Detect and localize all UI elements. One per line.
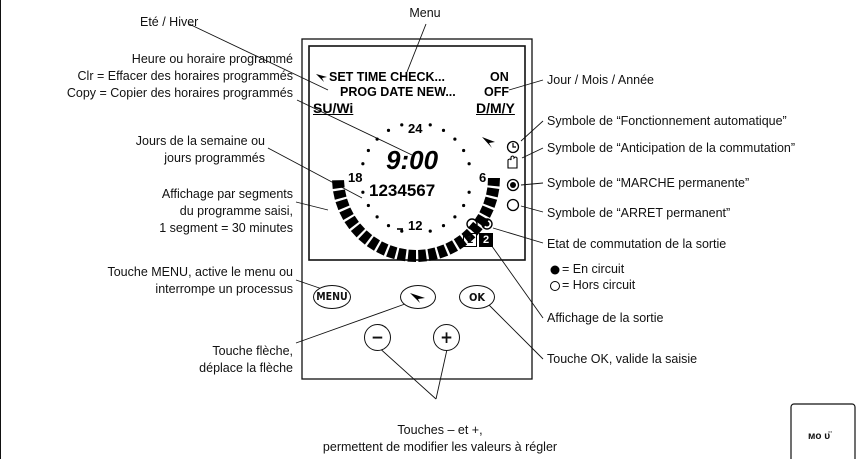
dial-dot [375,137,379,141]
lcd-time: 9:00 [386,145,439,175]
program-segment [445,240,458,255]
off-permanent-icon [506,198,520,212]
label-touches-plus-moins: Touches – et +, permettent de modifier l… [322,423,558,454]
ok-button[interactable]: OK [459,285,495,309]
dial-dot [467,162,471,166]
legend-off-dot [550,281,560,291]
dial-dot [400,229,404,233]
arrow-icon [410,293,425,303]
program-segment [461,228,476,244]
lcd-su-wi: SU/Wi [313,100,354,116]
label-sym-auto: Symbole de “Fonctionnement automatique” [547,114,787,128]
label-sym-marche: Symbole de “MARCHE permanente” [547,176,750,190]
program-segment [376,241,389,256]
dial-dot [361,162,365,166]
program-segment [350,223,366,238]
label-touche-menu: Touche MENU, active le menu ou interromp… [107,265,293,296]
dial-dot [366,148,370,153]
lcd-hour-6: 6 [479,170,487,185]
label-touche-fleche: Touche flèche, déplace la flèche [199,344,293,375]
dial-dot [453,137,457,141]
program-segment [486,187,500,198]
label-etat-off: = Hors circuit [562,278,636,292]
lcd-auto-arrow [482,137,495,148]
label-sym-arret: Symbole de “ARRET permanent” [547,206,731,220]
program-segment [407,249,416,262]
program-segment [468,221,483,236]
corner-box-text: ᴍᴏ ᴜ̈ [808,431,831,442]
label-affichage-segments: Affichage par segments du programme sais… [159,187,293,235]
dial-dot [428,123,432,127]
dial-dot [361,190,365,194]
channel-2-box: 2 [479,233,493,247]
program-segment [358,230,373,245]
on-permanent-icon [506,178,520,192]
program-segment [333,189,347,200]
label-touche-ok: Touche OK, valide la saisie [547,352,698,366]
program-segment [427,247,438,261]
program-segment [483,196,498,208]
dial-dot [462,203,466,208]
hand-icon [507,155,518,169]
legend-on-dot [550,265,560,275]
dial-dot [441,224,446,228]
program-segment [339,207,354,220]
label-jour-mois: Jour / Mois / Année [547,73,655,87]
program-segment [418,249,427,262]
lcd-hour-18: 18 [348,170,363,185]
dial-dot [386,128,391,132]
dial-dot [467,190,471,194]
dial-dot [375,215,379,219]
label-jours-semaine: Jours de la semaine ou jours programmés [135,134,265,165]
dial-dot [366,203,370,208]
program-segment [487,178,500,187]
lcd-hour-12: 12 [408,218,423,233]
dial-dot [400,123,404,127]
program-segment [386,245,398,260]
lcd-dmy: D/M/Y [476,100,515,116]
program-segment [344,215,359,230]
program-segment [366,236,380,251]
label-menu: Menu [409,6,441,20]
minus-button[interactable]: − [364,324,391,351]
hour-dial-dots [361,123,471,233]
lcd-off-circle [466,218,478,230]
lcd-hour-24: 24 [408,121,423,136]
label-etat-title: Etat de commutation de la sortie [547,237,727,251]
program-segments [332,178,500,262]
dial-dot [441,128,446,132]
dial-dot [428,229,432,233]
label-heure: Heure ou horaire programmé Clr = Effacer… [66,52,293,100]
lcd-line1: SET TIME CHECK... [329,70,445,84]
lcd-line2-right: OFF [484,85,509,99]
arrow-button[interactable] [400,285,436,309]
dial-dot [462,148,466,153]
lcd-days: 1234567 [369,181,436,200]
dial-dot [453,215,457,219]
label-ete-hiver: Eté / Hiver [140,15,199,29]
clock-icon [506,140,520,154]
plus-button[interactable]: + [433,324,460,351]
menu-pointer-arrow [316,74,327,82]
program-segment [479,205,494,218]
channel-1-box: 1 [463,233,477,247]
menu-button[interactable]: MENU [313,285,351,309]
program-segment [335,198,350,211]
program-segment [396,248,407,262]
lcd-on-circle [481,218,493,230]
program-segment [332,180,345,189]
corner-box [790,403,856,459]
program-segment [436,244,449,259]
label-etat-on: = En circuit [562,262,625,276]
dial-dot [386,224,391,228]
label-sym-anticipation: Symbole de “Anticipation de la commutati… [547,141,796,155]
lcd-line1-right: ON [490,70,509,84]
lcd-line2: PROG DATE NEW... [340,85,456,99]
label-affichage-sortie: Affichage de la sortie [547,311,664,325]
